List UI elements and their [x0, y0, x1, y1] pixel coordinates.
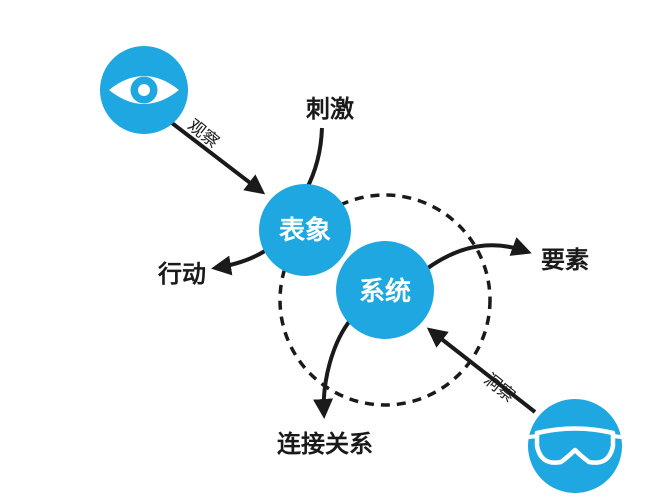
observe-arrow [166, 118, 266, 195]
elements-term: 要素 [541, 246, 589, 274]
system-node-label: 系统 [359, 276, 411, 307]
insight-arrow [426, 327, 537, 414]
elements-arrow [423, 237, 532, 272]
action-term: 行动 [157, 260, 206, 288]
system-boundary-circle [278, 193, 492, 407]
connections-arrow [313, 316, 354, 419]
connections-term: 连接关系 [277, 430, 373, 458]
stimulus-line [304, 127, 324, 191]
appearance-node: 表象 [259, 184, 351, 276]
eye-icon [100, 46, 188, 134]
system-node: 系统 [336, 241, 434, 339]
goggles-icon [527, 399, 623, 493]
stimulus-term: 刺激 [306, 95, 354, 123]
appearance-node-label: 表象 [279, 215, 331, 246]
